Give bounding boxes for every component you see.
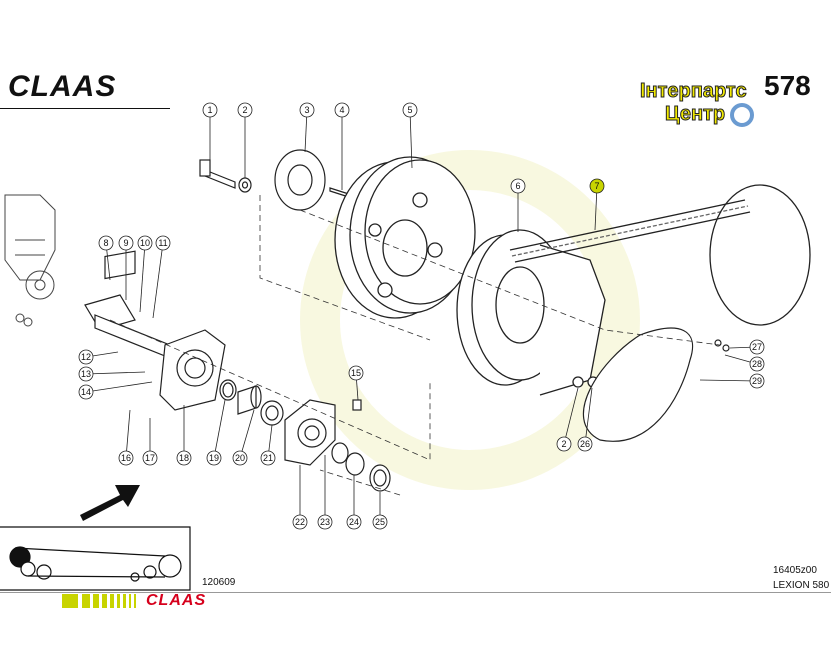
hub-parts — [199, 149, 356, 211]
flange-bearing-18 — [159, 329, 226, 411]
callout-leader — [409, 109, 413, 169]
callout-circle — [589, 178, 605, 194]
callout-circle — [260, 450, 276, 466]
model-name: LEXION 580 — [773, 580, 830, 591]
callout-circle — [176, 450, 192, 466]
callout-circle — [118, 235, 134, 251]
flange-22 — [284, 399, 362, 466]
part-number-23[interactable]: 23 — [319, 517, 330, 527]
cover-29 — [582, 327, 730, 442]
part-number-24[interactable]: 24 — [348, 517, 359, 527]
part-number-8[interactable]: 8 — [103, 238, 109, 248]
callout-circle — [317, 514, 333, 530]
callout-leader — [213, 399, 226, 459]
part-number-2[interactable]: 2 — [561, 439, 567, 449]
callout-leader — [699, 379, 758, 382]
callout-leader — [152, 242, 164, 319]
callout-circle — [142, 450, 158, 466]
frame-bracket — [4, 194, 56, 327]
part-number-5[interactable]: 5 — [407, 105, 413, 115]
callout-leader — [239, 409, 255, 459]
callout-circle — [346, 514, 362, 530]
callout-circle — [372, 514, 388, 530]
watermark-line1: Інтерпартс — [640, 80, 748, 103]
pulley-5 — [334, 156, 476, 319]
callout-circle — [202, 102, 218, 118]
rings-23-25 — [331, 442, 391, 492]
part-number-17[interactable]: 17 — [144, 453, 155, 463]
shaft-assembly — [84, 250, 175, 360]
part-number-18[interactable]: 18 — [178, 453, 189, 463]
part-number-9[interactable]: 9 — [123, 238, 129, 248]
part-number-11[interactable]: 11 — [158, 238, 168, 248]
callout-circle — [292, 514, 308, 530]
part-number-29[interactable]: 29 — [751, 376, 762, 386]
callout-circle — [78, 384, 94, 400]
callout-circle — [556, 436, 572, 452]
belt-7 — [509, 184, 811, 326]
drawing-code: 16405z00 — [773, 565, 817, 576]
part-number-25[interactable]: 25 — [374, 517, 385, 527]
part-number-6[interactable]: 6 — [515, 181, 521, 191]
part-number-10[interactable]: 10 — [139, 238, 150, 248]
part-callouts — [78, 102, 765, 530]
callout-leader — [563, 387, 579, 445]
part-number-19[interactable]: 19 — [208, 453, 219, 463]
header-rule — [0, 108, 170, 109]
callout-circle — [206, 450, 222, 466]
callout-circle — [155, 235, 171, 251]
callout-circle — [402, 102, 418, 118]
part-number-28[interactable]: 28 — [751, 359, 762, 369]
callout-circle — [232, 450, 248, 466]
callout-circle — [334, 102, 350, 118]
callout-circle — [78, 349, 94, 365]
callout-leader — [85, 371, 146, 375]
pulley-6 — [456, 229, 606, 396]
part-number-14[interactable]: 14 — [80, 387, 91, 397]
callout-circle — [299, 102, 315, 118]
callout-leader — [85, 381, 153, 393]
callout-circle — [749, 339, 765, 355]
claas-logo: CLAAS — [8, 70, 117, 103]
diagram-code: 120609 — [202, 577, 236, 588]
part-number-22[interactable]: 22 — [294, 517, 305, 527]
callout-circle — [118, 450, 134, 466]
callout-leader — [584, 387, 593, 445]
watermark-line2: Центр — [664, 103, 726, 126]
direction-arrow-icon — [80, 485, 140, 521]
part-number-3[interactable]: 3 — [304, 105, 310, 115]
callout-circle — [237, 102, 253, 118]
callout-circle — [749, 373, 765, 389]
callout-circle — [577, 436, 593, 452]
callout-circle — [98, 235, 114, 251]
part-number-7[interactable]: 7 — [594, 181, 600, 191]
callout-circle — [78, 366, 94, 382]
part-number-12[interactable]: 12 — [80, 352, 91, 362]
callout-leader — [139, 242, 146, 313]
watermark-gear-icon — [730, 103, 754, 127]
claas-footer-logo: CLAAS — [146, 592, 207, 609]
part-number-16[interactable]: 16 — [120, 453, 131, 463]
part-number-4[interactable]: 4 — [339, 105, 345, 115]
part-number-15[interactable]: 15 — [350, 368, 361, 378]
footer-accent-bars — [62, 594, 136, 608]
part-number-20[interactable]: 20 — [234, 453, 245, 463]
callout-circle — [510, 178, 526, 194]
centre-lines — [109, 195, 721, 496]
part-number-2[interactable]: 2 — [242, 105, 248, 115]
part-number-21[interactable]: 21 — [262, 453, 273, 463]
footer-rule — [0, 592, 831, 593]
part-number-26[interactable]: 26 — [579, 439, 590, 449]
callout-circle — [348, 365, 364, 381]
callout-circle — [137, 235, 153, 251]
page-number: 578 — [764, 70, 811, 101]
part-number-27[interactable]: 27 — [751, 342, 762, 352]
belt-layout-inset — [0, 526, 191, 591]
callout-circle — [749, 356, 765, 372]
part-number-1[interactable]: 1 — [207, 105, 213, 115]
callout-leader — [125, 409, 131, 459]
part-number-13[interactable]: 13 — [80, 369, 91, 379]
